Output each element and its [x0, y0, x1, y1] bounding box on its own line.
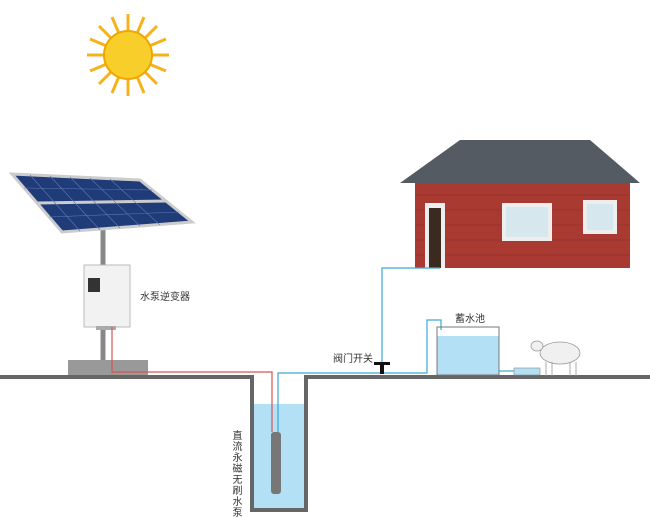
house: [400, 140, 640, 268]
panel-base: [68, 360, 148, 376]
pump-label: 直流永磁无刷水泵: [230, 430, 241, 518]
pump: [271, 432, 281, 494]
water-pipe: [277, 319, 442, 432]
inverter-box: [83, 264, 131, 330]
valve-icon[interactable]: [374, 362, 390, 374]
inverter-label: 水泵逆变器: [140, 292, 190, 303]
ground-line: [0, 375, 650, 512]
sun-icon: [87, 14, 169, 96]
water-tank: [436, 326, 541, 376]
valve-label: 阀门开关: [333, 354, 373, 365]
cow-icon: [530, 340, 581, 376]
power-wire: [111, 327, 273, 432]
house-pipe: [381, 267, 440, 372]
tank-label: 蓄水池: [455, 314, 485, 325]
